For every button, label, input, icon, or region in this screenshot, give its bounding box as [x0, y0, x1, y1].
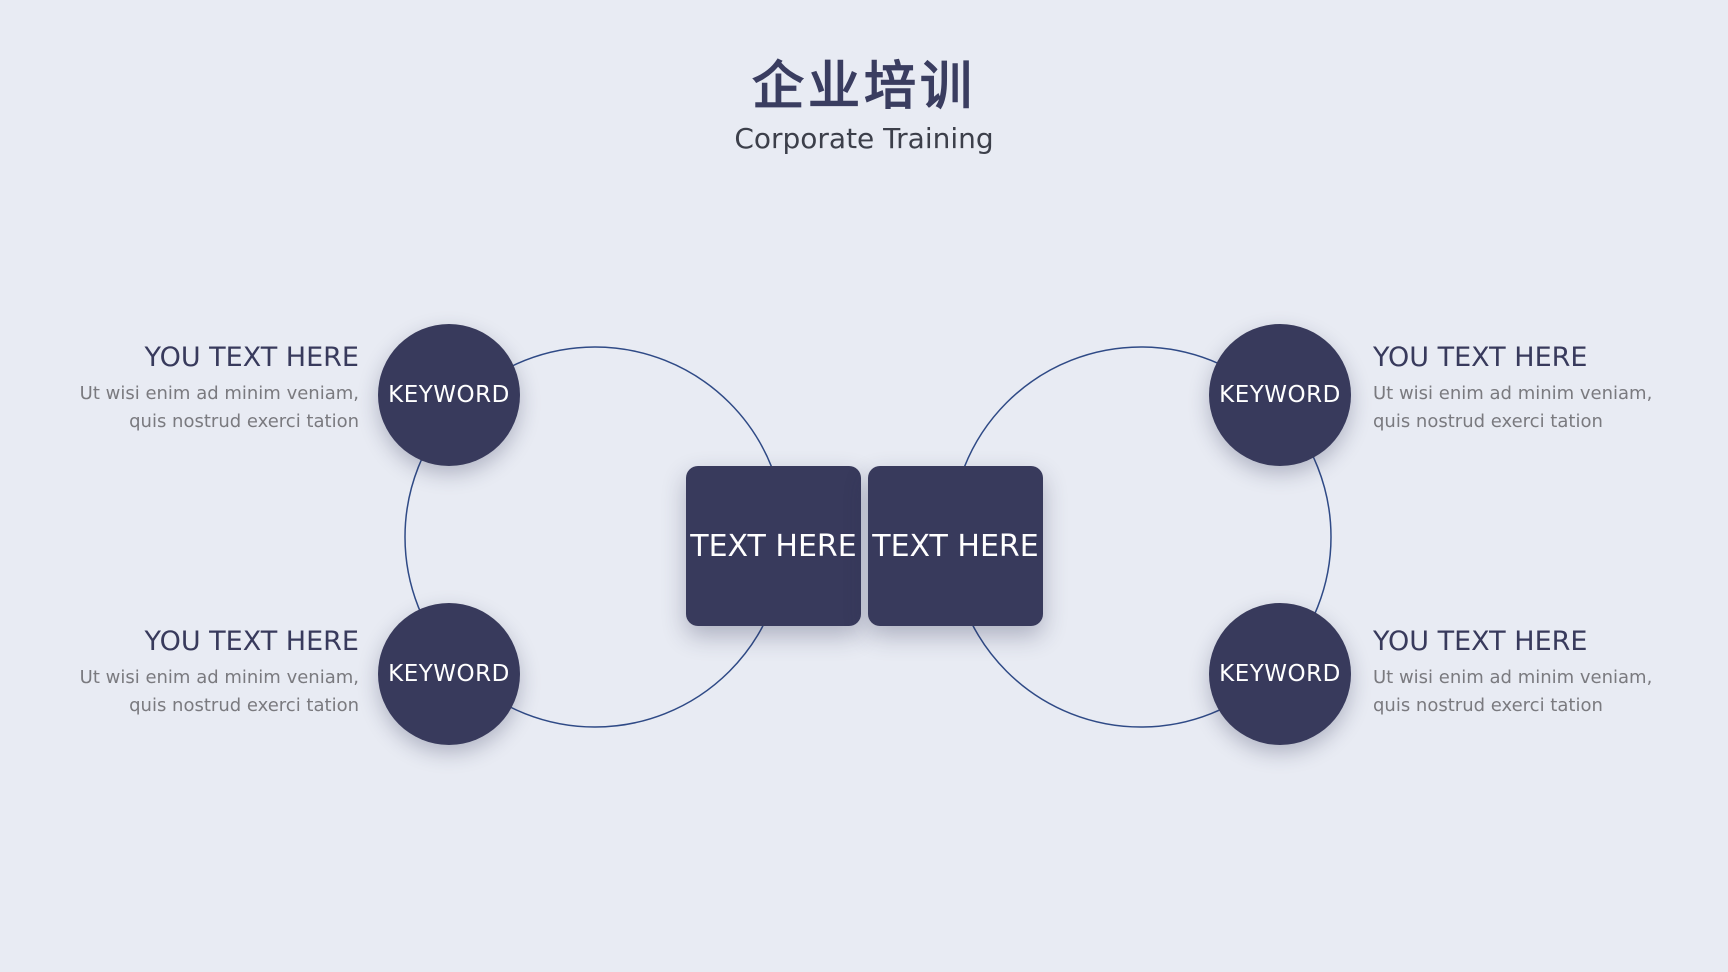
block-title: YOU TEXT HERE: [1373, 626, 1588, 657]
text-block-top-right: YOU TEXT HERE Ut wisi enim ad minim veni…: [1373, 340, 1673, 436]
text-block-bottom-left: YOU TEXT HERE Ut wisi enim ad minim veni…: [59, 624, 359, 720]
keyword-circle-bottom-right: KEYWORD: [1209, 603, 1351, 745]
text-block-bottom-right: YOU TEXT HERE Ut wisi enim ad minim veni…: [1373, 624, 1673, 720]
page-subtitle: Corporate Training: [734, 122, 994, 155]
keyword-circle-top-left: KEYWORD: [378, 324, 520, 466]
keyword-circle-bottom-left: KEYWORD: [378, 603, 520, 745]
center-box-right: TEXT HERE: [868, 466, 1043, 626]
block-title: YOU TEXT HERE: [1373, 342, 1588, 373]
block-body: Ut wisi enim ad minim veniam, quis nostr…: [1373, 383, 1653, 432]
block-title: YOU TEXT HERE: [144, 626, 359, 657]
keyword-circle-top-right: KEYWORD: [1209, 324, 1351, 466]
block-body: Ut wisi enim ad minim veniam, quis nostr…: [79, 667, 359, 716]
center-box-left: TEXT HERE: [686, 466, 861, 626]
page-title: 企业培训: [751, 57, 976, 117]
block-body: Ut wisi enim ad minim veniam, quis nostr…: [1373, 667, 1653, 716]
block-body: Ut wisi enim ad minim veniam, quis nostr…: [79, 383, 359, 432]
block-title: YOU TEXT HERE: [144, 342, 359, 373]
text-block-top-left: YOU TEXT HERE Ut wisi enim ad minim veni…: [59, 340, 359, 436]
